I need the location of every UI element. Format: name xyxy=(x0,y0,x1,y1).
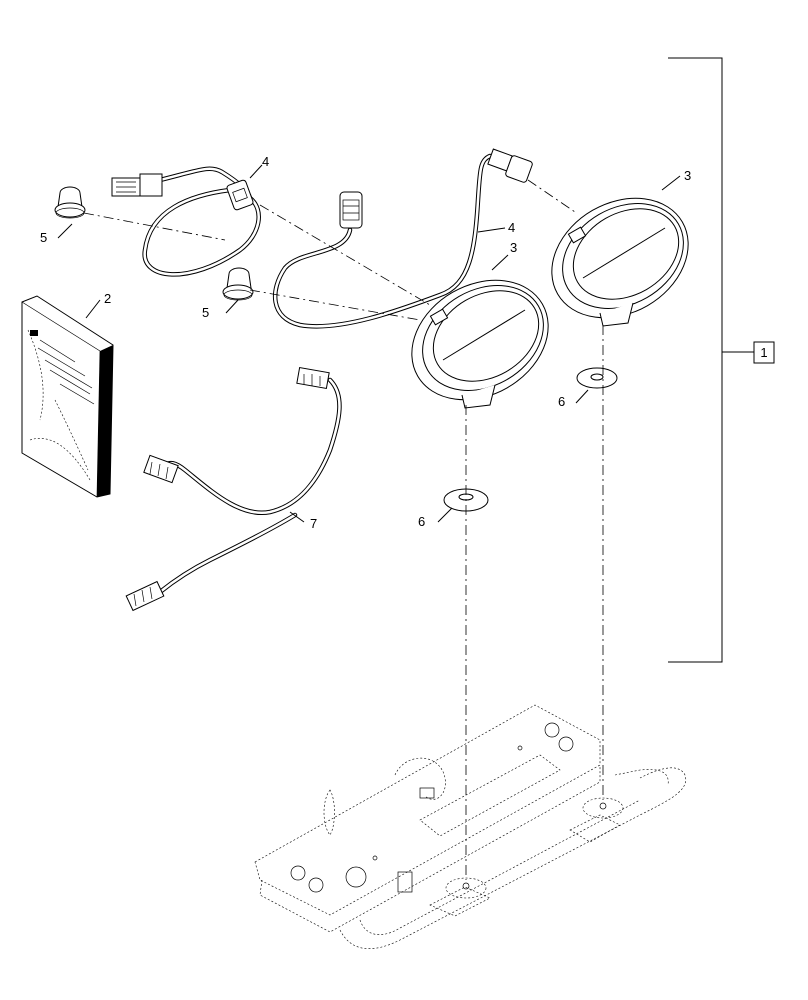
callout-2: 2 xyxy=(104,291,111,306)
leader-4b xyxy=(477,227,506,233)
callout-6b: 6 xyxy=(418,514,425,529)
callout-7: 7 xyxy=(310,516,317,531)
leader-3a xyxy=(491,254,509,271)
callout-1: 1 xyxy=(760,345,767,360)
harness-connector-upper xyxy=(339,191,363,229)
work-lamp-rear xyxy=(551,197,689,327)
harness-connector-left xyxy=(111,173,163,197)
callout-3a: 3 xyxy=(510,240,517,255)
callout-6a: 6 xyxy=(558,394,565,409)
work-lamp-front xyxy=(411,279,549,409)
callout-5b: 5 xyxy=(202,305,209,320)
jumper-connector-bottom xyxy=(125,580,165,612)
callout-4b: 4 xyxy=(508,220,515,235)
alignment-line xyxy=(83,212,226,241)
alignment-line xyxy=(249,289,421,321)
step-rail xyxy=(339,767,687,949)
callout-3b: 3 xyxy=(684,168,691,183)
instruction-booklet xyxy=(21,295,114,498)
alignment-line xyxy=(259,204,431,306)
wiring-harness xyxy=(111,148,533,329)
grommet-lower xyxy=(222,267,254,301)
leader-5b xyxy=(225,299,239,314)
leader-2 xyxy=(85,299,101,319)
leader-7 xyxy=(289,511,305,523)
washer-upper xyxy=(576,367,618,389)
callout-5a: 5 xyxy=(40,230,47,245)
alignment-line xyxy=(527,179,576,213)
leader-6a xyxy=(575,389,589,404)
jumper-connector-top xyxy=(296,366,330,390)
leader-6b xyxy=(437,507,453,523)
leader-3b xyxy=(661,175,681,191)
leader-5a xyxy=(57,223,73,239)
harness-connector-middle xyxy=(226,179,254,211)
harness-connector-right xyxy=(487,148,533,183)
callout-4a: 4 xyxy=(262,154,269,169)
jumper-harness xyxy=(125,366,342,612)
assembly-bracket xyxy=(668,57,775,663)
mounting-plate xyxy=(254,704,601,933)
grommet-upper xyxy=(54,186,86,219)
leader-4a xyxy=(249,164,263,179)
jumper-connector-left xyxy=(143,454,179,484)
